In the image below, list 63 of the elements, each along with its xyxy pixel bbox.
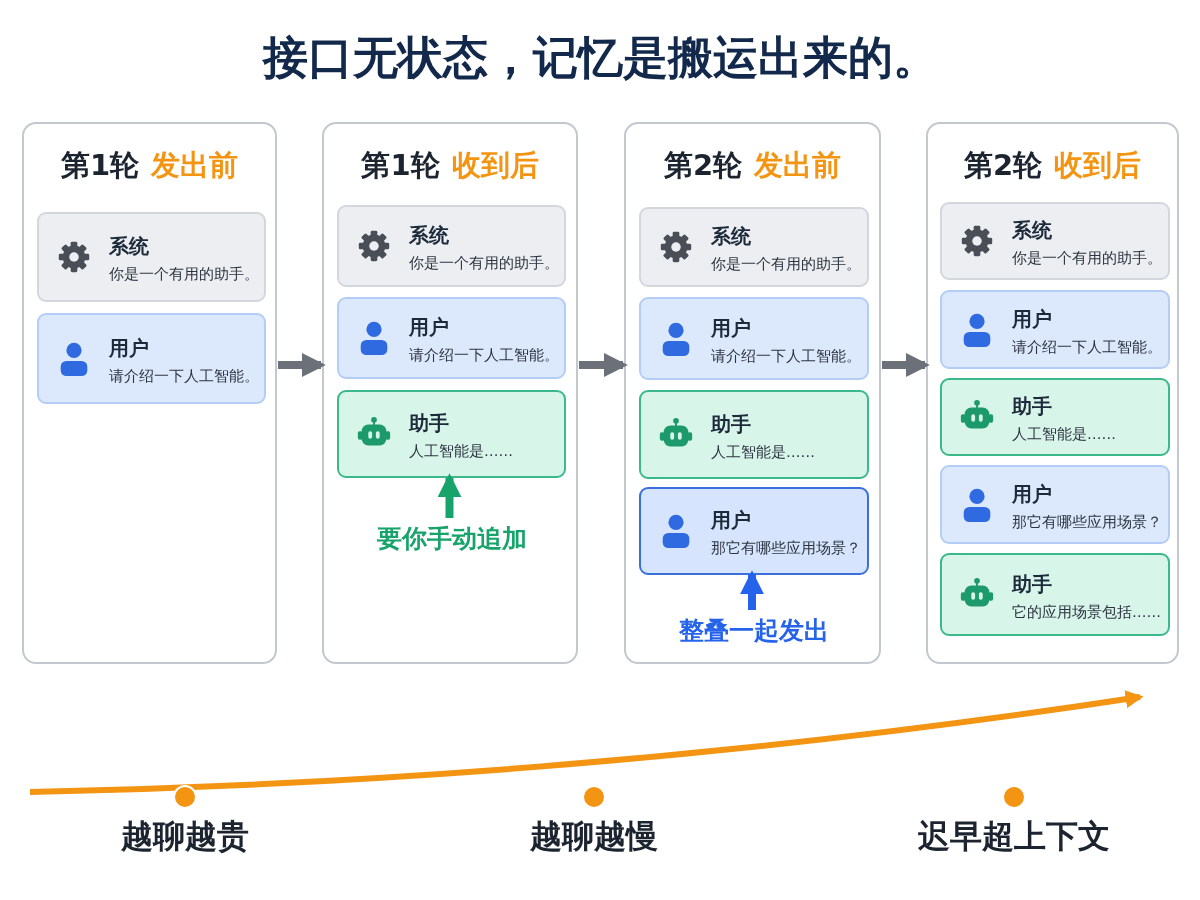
message-text: 人工智能是…… bbox=[409, 442, 513, 461]
message-card bbox=[337, 205, 566, 287]
message-text: 人工智能是…… bbox=[1012, 425, 1116, 444]
callout-text: 要你手动追加 bbox=[352, 522, 552, 558]
role-label: 系统 bbox=[1012, 217, 1052, 244]
stage-panel bbox=[22, 122, 277, 664]
panel-heading: 收到后 bbox=[1054, 148, 1142, 182]
stage-panel bbox=[926, 122, 1179, 664]
message-text: 你是一个有用的助手。 bbox=[1012, 249, 1162, 268]
message-card bbox=[940, 290, 1170, 369]
panel-heading: 第2轮 bbox=[663, 148, 743, 182]
message-card bbox=[940, 378, 1170, 456]
message-card bbox=[940, 553, 1170, 636]
message-text: 请介绍一下人工智能。 bbox=[109, 366, 259, 386]
message-card bbox=[940, 465, 1170, 544]
role-label: 助手 bbox=[1012, 570, 1052, 598]
message-text: 那它有哪些应用场景？ bbox=[711, 539, 861, 558]
message-card bbox=[639, 487, 869, 575]
message-text: 它的应用场景包括…… bbox=[1012, 602, 1161, 622]
message-text: 人工智能是…… bbox=[711, 442, 815, 462]
role-label: 用户 bbox=[711, 507, 751, 534]
stage-panel bbox=[624, 122, 881, 664]
arrow bbox=[278, 353, 326, 377]
message-card bbox=[639, 297, 869, 380]
message-text: 你是一个有用的助手。 bbox=[109, 265, 259, 284]
role-label: 助手 bbox=[1012, 393, 1052, 420]
role-label: 用户 bbox=[711, 314, 751, 342]
panel-heading: 第2轮 bbox=[963, 148, 1043, 182]
message-card bbox=[940, 202, 1170, 280]
panel-heading: 第1轮 bbox=[361, 148, 440, 182]
message-card bbox=[337, 297, 566, 379]
message-card bbox=[337, 390, 566, 478]
message-text: 你是一个有用的助手。 bbox=[409, 254, 559, 273]
message-card bbox=[639, 390, 869, 479]
panel-heading: 第1轮 bbox=[60, 148, 140, 182]
timeline-label: 越聊越慢 bbox=[529, 816, 659, 857]
role-label: 系统 bbox=[409, 222, 449, 249]
panel-heading: 发出前 bbox=[151, 148, 239, 182]
message-text: 请介绍一下人工智能。 bbox=[1012, 337, 1162, 357]
role-label: 用户 bbox=[109, 334, 149, 362]
panel-heading: 收到后 bbox=[451, 148, 539, 182]
role-label: 系统 bbox=[109, 233, 149, 260]
role-label: 用户 bbox=[1012, 480, 1052, 508]
callout-text: 整叠一起发出 bbox=[654, 614, 854, 650]
role-label: 系统 bbox=[711, 223, 751, 250]
stage-panel bbox=[322, 122, 578, 664]
message-text: 那它有哪些应用场景？ bbox=[1012, 512, 1162, 532]
arrow bbox=[579, 353, 628, 377]
role-label: 助手 bbox=[711, 410, 751, 438]
timeline-label: 迟早超上下文 bbox=[917, 816, 1111, 857]
role-label: 用户 bbox=[409, 314, 449, 341]
title: 接口无状态，记忆是搬运出来的。 bbox=[261, 30, 939, 86]
message-text: 你是一个有用的助手。 bbox=[711, 255, 861, 274]
message-card bbox=[639, 207, 869, 287]
arrow bbox=[882, 353, 930, 377]
message-text: 请介绍一下人工智能。 bbox=[409, 346, 559, 365]
role-label: 助手 bbox=[409, 410, 449, 437]
message-card bbox=[37, 313, 266, 404]
role-label: 用户 bbox=[1012, 305, 1052, 333]
message-card bbox=[37, 212, 266, 302]
message-text: 请介绍一下人工智能。 bbox=[711, 346, 861, 366]
timeline-label: 越聊越贵 bbox=[120, 816, 250, 857]
panel-heading: 发出前 bbox=[754, 148, 842, 182]
